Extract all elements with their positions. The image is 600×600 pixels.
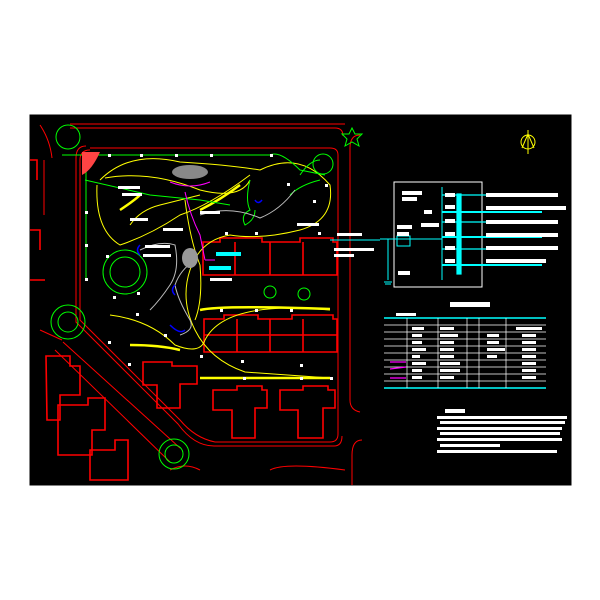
building-sw-3 bbox=[89, 439, 129, 481]
building-t-2 bbox=[212, 385, 268, 439]
legend-table bbox=[384, 302, 546, 389]
label-text bbox=[200, 211, 220, 214]
feeder-labels bbox=[209, 239, 380, 270]
label-text bbox=[334, 254, 354, 257]
building-sw-2 bbox=[57, 397, 106, 456]
label-text bbox=[334, 248, 374, 251]
plan-labels bbox=[118, 186, 374, 281]
accent-lines bbox=[169, 181, 215, 261]
building-left-edge bbox=[30, 159, 45, 281]
label-text bbox=[143, 254, 171, 257]
plaza-grey-2 bbox=[182, 248, 198, 268]
table-title bbox=[450, 302, 490, 307]
label-text bbox=[145, 245, 170, 248]
label-text bbox=[337, 233, 362, 236]
lamp-points bbox=[85, 154, 333, 380]
label-text bbox=[130, 218, 148, 221]
plaza-grey bbox=[172, 165, 208, 179]
walkways bbox=[96, 158, 332, 380]
north-arrow-icon bbox=[520, 130, 536, 154]
building-sw-1 bbox=[45, 355, 81, 421]
building-t-1 bbox=[142, 361, 198, 409]
label-text bbox=[297, 223, 319, 226]
label-text bbox=[210, 278, 232, 281]
building-row-2 bbox=[203, 314, 338, 353]
distribution-diagram bbox=[380, 181, 566, 288]
water-features bbox=[136, 199, 263, 333]
building-row-1 bbox=[202, 237, 338, 276]
label-text bbox=[122, 193, 142, 196]
plaza-fills bbox=[82, 152, 208, 268]
label-text bbox=[163, 228, 183, 231]
label-text bbox=[118, 186, 140, 189]
road-network bbox=[39, 123, 363, 485]
compass-star-icon bbox=[340, 126, 364, 148]
plaza-red bbox=[82, 152, 100, 175]
design-notes bbox=[437, 409, 567, 453]
buildings bbox=[30, 159, 338, 481]
building-t-3 bbox=[279, 385, 336, 439]
